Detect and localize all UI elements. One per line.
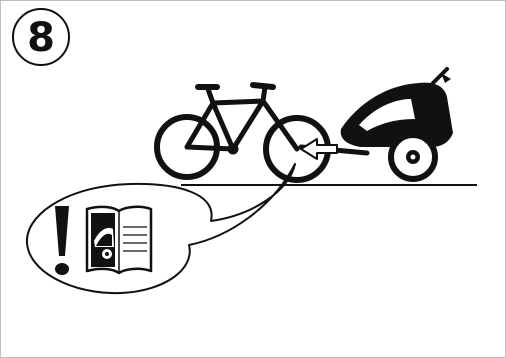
manual-book-icon — [87, 207, 151, 273]
bicycle-icon — [157, 85, 328, 180]
hitch-arrow-icon — [301, 139, 337, 159]
